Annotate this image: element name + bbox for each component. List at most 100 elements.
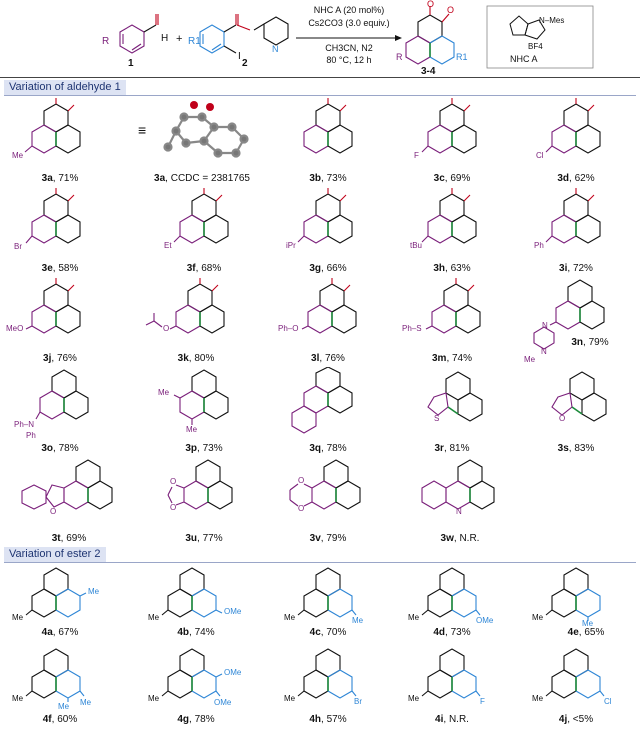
yield-3d: 62% [574,173,595,184]
substituent-4a-Me2: Me [88,587,100,596]
caption-3g: 3g, 66% [309,263,347,274]
substituent-4c-Me2: Me [352,616,364,625]
compound-id-3s: 3s [557,443,569,454]
compound-id-3v: 3v [309,533,321,544]
compound-id-3i: 3i [559,263,568,274]
yield-3n: 79% [588,337,609,348]
caption-3s: 3s, 83% [557,443,595,454]
entry-4i: Me F 4i, N.R. [396,646,508,734]
entry-3g: iPr 3g, 66% [272,187,384,275]
yield-3a: 71% [58,173,79,184]
structure-4e [545,567,601,621]
yield-3g: 66% [326,263,347,274]
caption-4i: 4i, N.R. [435,714,469,725]
condition-temp-time: 80 °C, 12 h [326,55,371,65]
condition-catalyst: NHC A (20 mol%) [314,5,385,15]
condition-solvent: CH3CN, N2 [325,43,373,53]
section-ester: Variation of ester 2 [4,547,636,563]
yield-4h: 57% [326,714,347,725]
yield-3u: 77% [202,533,223,544]
entry-3o: Ph–N Ph 3o, 78% [4,367,116,455]
structure-4g [161,648,223,699]
reaction-scheme: R H 1 + R1 I N 2 NHC A (20 mol%) Cs2CO3 … [0,0,640,77]
substituent-4i-Me: Me [408,694,420,703]
compound-id-4c: 4c [309,627,321,638]
substituent-3n-N2: N [541,347,547,356]
caption-3o: 3o, 78% [41,443,79,454]
yield-4c: 70% [326,627,347,638]
caption-3a-crystal: 3a, CCDC = 2381765 [154,173,250,184]
substituent-3a: Me [12,151,24,160]
entry-3u: O O 3u, 77% [148,457,260,545]
caption-4f: 4f, 60% [42,714,78,725]
structure-3h [421,188,477,244]
compound-id-3b: 3b [309,173,322,184]
entry-4f: Me Me Me 4f, 60% [4,646,116,734]
substituent-3o-Ph: Ph [26,431,36,440]
section-aldehyde-title: Variation of aldehyde 1 [4,80,126,95]
yield-3e: 58% [58,263,79,274]
substituent-4f-Me3: Me [80,698,92,707]
aldehyde-structure [119,14,159,54]
substituent-4j-Me: Me [532,694,544,703]
structure-3u [167,459,233,510]
crystal-structure-3a: ≡ [138,101,249,158]
caption-3n: 3n, 79% [571,337,609,348]
substituent-3j: MeO [6,324,24,333]
entry-3w: N 3w, N.R. [404,457,516,545]
structure-4j [545,648,605,699]
substituent-4d-Me: Me [408,613,420,622]
substituent-3h: tBu [410,241,423,250]
entry-3s: O 3s, 83% [520,367,632,455]
catalyst-box [486,5,594,69]
substituent-4g-Me: Me [148,694,160,703]
yield-4e: 65% [584,627,605,638]
product-O2: O [447,5,454,15]
compound-id-4j: 4j [558,714,568,725]
caption-3j: 3j, 76% [43,353,77,364]
compound-id-3t: 3t [51,533,61,544]
entry-4b: Me OMe 4b, 74% [140,565,252,653]
substituent-4h-Br: Br [354,697,362,706]
compound-id-3d: 3d [557,173,570,184]
heteroatom-3w: N [456,507,462,516]
section-aldehyde: Variation of aldehyde 1 [4,80,636,96]
entry-4h: Me Br 4h, 57% [272,646,384,734]
entry-3h: tBu 3h, 63% [396,187,508,275]
entry-4c: Me Me 4c, 70% [272,565,384,653]
entry-3v: O O 3v, 79% [272,457,384,545]
heteroatom-3v-O1: O [298,476,305,485]
structure-3f [173,188,229,244]
yield-4d: 73% [450,627,471,638]
yield-4j: <5% [572,714,594,725]
ester-R1-label: R1 [188,36,201,47]
yield-3w: N.R. [459,533,480,544]
caption-3h: 3h, 63% [433,263,471,274]
substituent-4d-OMe: OMe [476,616,494,625]
ester-I-label: I [238,51,241,62]
compound-id-4d: 4d [433,627,446,638]
ccdc-number: CCDC = 2381765 [170,173,250,184]
compound-id-4h: 4h [309,714,322,725]
structure-3v [289,459,361,510]
entry-3n: N N Me 3n, 79% [520,277,632,365]
structure-3e [25,188,81,244]
compound-id-3w: 3w [440,533,454,544]
entry-3f: Et 3f, 68% [148,187,260,275]
structure-3l [301,278,357,334]
caption-4h: 4h, 57% [309,714,347,725]
entry-3c: F 3c, 69% [396,97,508,185]
caption-4a: 4a, 67% [41,627,79,638]
yield-4b: 74% [194,627,215,638]
yield-3c: 69% [450,173,471,184]
caption-3t: 3t, 69% [51,533,87,544]
entry-4e: Me Me 4e, 65% [520,565,632,653]
compound-id-3a: 3a [41,173,53,184]
caption-3w: 3w, N.R. [440,533,480,544]
structure-3c [421,98,477,154]
compound-id-3h: 3h [433,263,446,274]
product-R1-label: R1 [456,52,468,62]
yield-3k: 80% [194,353,215,364]
substituent-4c-Me1: Me [284,613,296,622]
entry-4g: Me OMe OMe 4g, 78% [140,646,252,734]
